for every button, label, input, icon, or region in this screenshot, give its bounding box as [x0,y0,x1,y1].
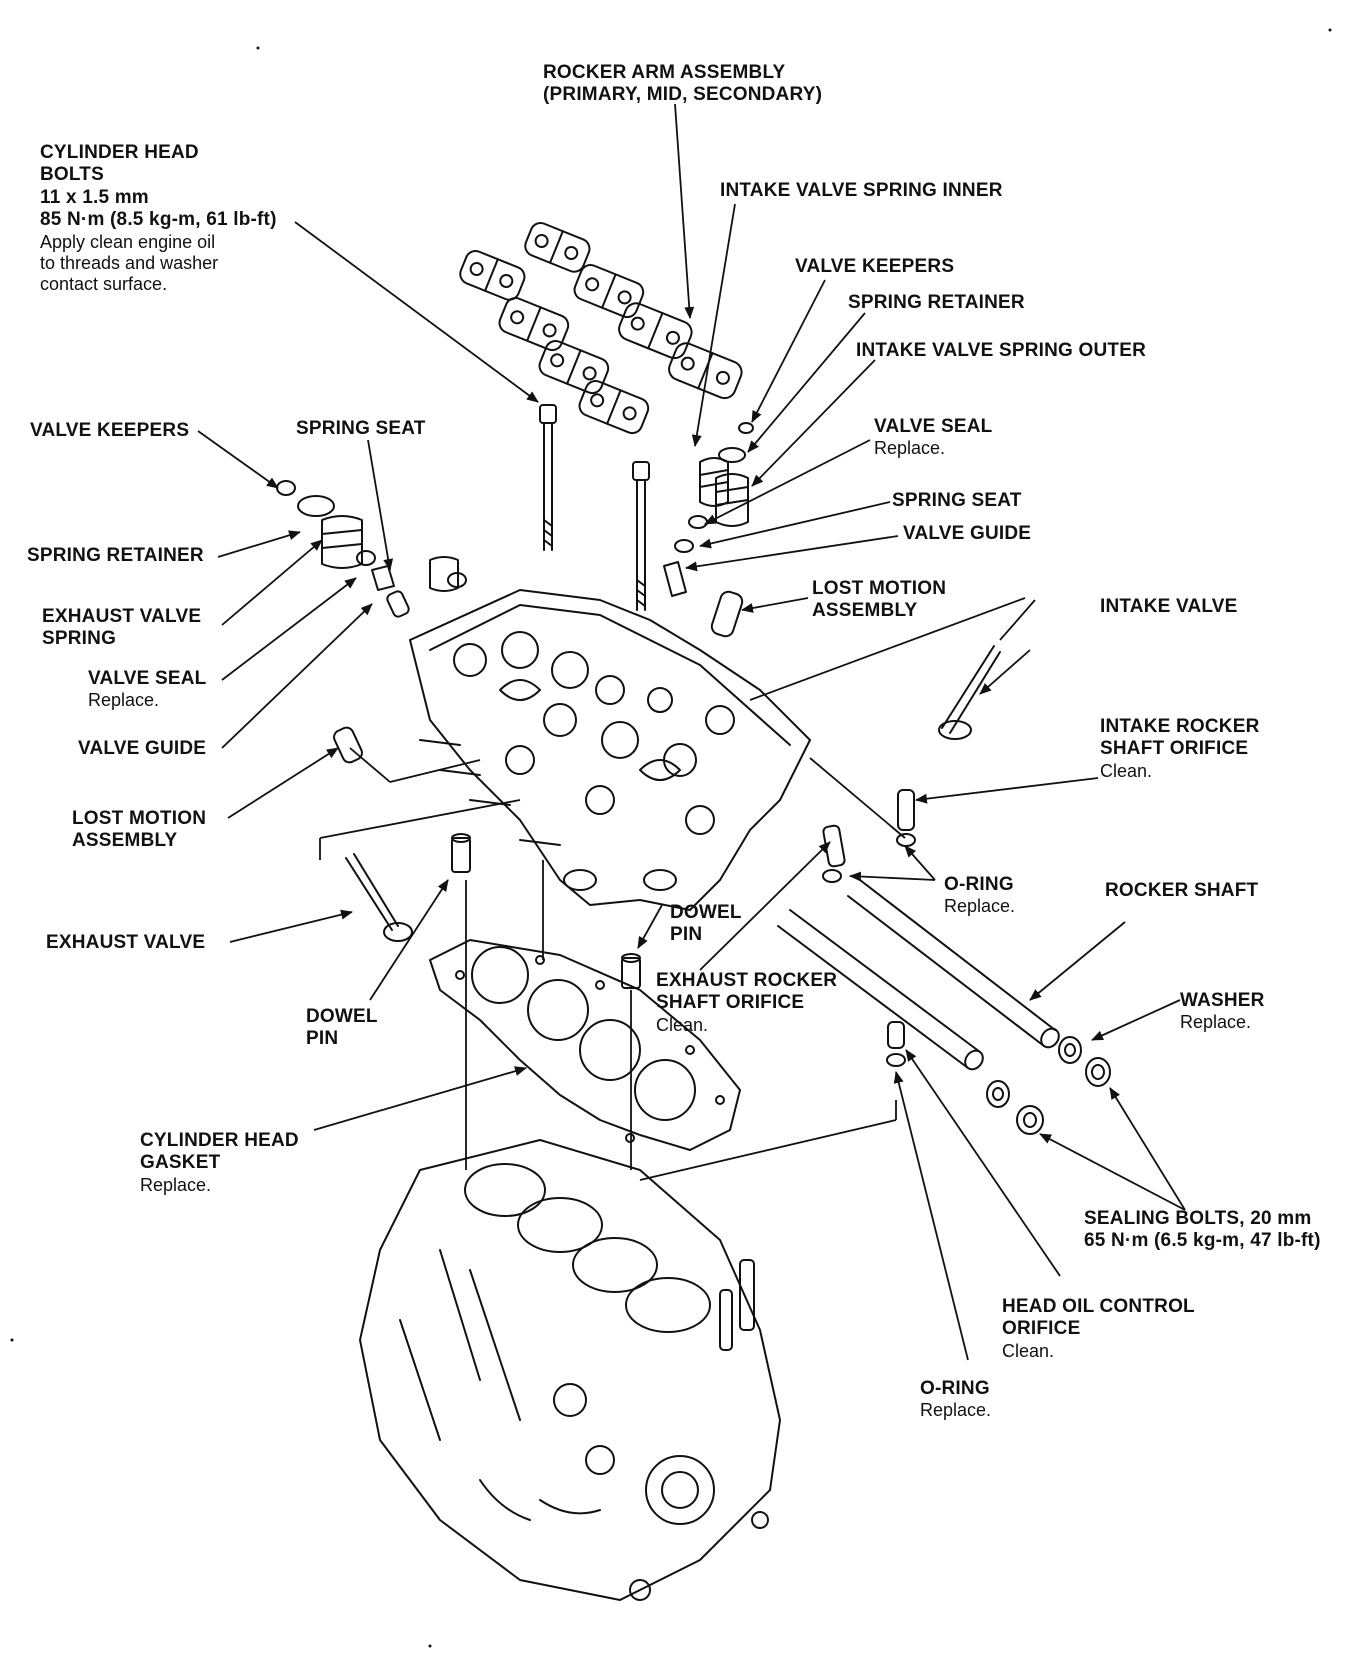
callout-intake-valve-spring-outer: INTAKE VALVE SPRING OUTER [856,340,1146,362]
callout-note-line: Replace. [944,896,1016,917]
callout-title-line: CYLINDER HEAD [140,1130,299,1151]
scan-specks [10,28,1332,1648]
callout-title-line: O-RING [944,874,1014,895]
rocker-shaft-group [777,789,1111,1135]
callout-note-line: Clean. [656,1014,709,1035]
callout-title-line: ROCKER SHAFT [1105,880,1259,901]
callout-valve-guide-left: VALVE GUIDE [78,738,206,760]
callout-title-line: SPRING RETAINER [848,292,1025,313]
callout-title-line: INTAKE ROCKER [1100,716,1260,737]
callout-title-line: INTAKE VALVE [1100,596,1238,617]
callout-note-line: Replace. [1180,1012,1252,1033]
callout-spring-retainer-left: SPRING RETAINER [27,545,204,567]
callout-title-line: ASSEMBLY [812,600,918,622]
cylinder-head-gasket-group [429,939,741,1151]
callout-note-line: Clean. [1002,1340,1055,1361]
callout-spring-seat-left: SPRING SEAT [296,418,426,440]
callout-valve-keepers-left: VALVE KEEPERS [30,420,189,442]
callout-title-line: LOST MOTION [72,808,207,829]
callout-title-line: SHAFT ORIFICE [1100,738,1249,760]
dowel-pins-group [451,833,641,989]
callout-exhaust-valve: EXHAUST VALVE [46,932,205,954]
callout-title-line: GASKET [140,1152,221,1174]
callout-spring-retainer-right: SPRING RETAINER [848,292,1025,314]
rocker-arm-assembly-group [459,222,743,435]
cylinder-head-group [409,589,811,911]
callout-title-line: DOWEL [670,902,742,923]
callout-intake-valve-spring-inner: INTAKE VALVE SPRING INNER [720,180,1003,202]
callout-title-line: 85 N·m (8.5 kg-m, 61 lb-ft) [40,209,277,231]
callout-title-line: SPRING SEAT [296,418,426,439]
callout-title-line: (PRIMARY, MID, SECONDARY) [543,84,823,106]
callout-title-line: SPRING RETAINER [27,545,204,566]
callout-title-line: EXHAUST ROCKER [656,970,838,991]
callout-rocker-shaft: ROCKER SHAFT [1105,880,1258,902]
callout-title-line: ASSEMBLY [72,830,178,852]
callout-note-line: Replace. [88,690,160,711]
callout-title-line: LOST MOTION [812,578,947,599]
callout-title-line: WASHER [1180,990,1265,1011]
callout-spring-seat-right: SPRING SEAT [892,490,1022,512]
callout-note-line: Clean. [1100,760,1153,781]
callout-title-line: VALVE KEEPERS [795,256,955,277]
callout-title-line: PIN [306,1028,339,1050]
cylinder-head-bolts-group [539,404,650,611]
callout-note-line: Replace. [874,438,946,459]
callout-title-line: ORIFICE [1002,1318,1081,1340]
callout-title-line: VALVE KEEPERS [30,420,190,441]
callout-title-line: VALVE GUIDE [78,738,207,759]
callout-note-line: to threads and washer [40,252,219,273]
callout-title-line: INTAKE VALVE SPRING OUTER [856,340,1147,361]
callout-note-line: Replace. [920,1400,992,1421]
callout-title-line: VALVE GUIDE [903,523,1032,544]
callout-title-line: DOWEL [306,1006,378,1027]
callout-valve-guide-right: VALVE GUIDE [903,523,1031,545]
callout-title-line: HEAD OIL CONTROL [1002,1296,1195,1317]
callout-title-line: 65 N·m (6.5 kg-m, 47 lb-ft) [1084,1230,1321,1252]
callout-intake-valve: INTAKE VALVE [1100,596,1238,618]
callout-title-line: BOLTS [40,164,104,186]
callout-title-line: VALVE SEAL [874,416,993,437]
callout-title-line: EXHAUST VALVE [42,606,202,627]
callout-note-line: Replace. [140,1174,212,1195]
callout-title-line: PIN [670,924,703,946]
callout-title-line: 11 x 1.5 mm [40,186,149,208]
callout-title-line: O-RING [920,1378,990,1399]
leader-lines-group [197,103,1186,1361]
callout-valve-keepers-right: VALVE KEEPERS [795,256,954,278]
callout-title-line: SPRING [42,628,117,650]
callout-note-line: Apply clean engine oil [40,231,216,252]
callout-title-line: CYLINDER HEAD [40,142,199,163]
exhaust-valve-train-group [276,480,467,942]
callout-note-line: contact surface. [40,274,168,295]
callout-title-line: SEALING BOLTS, 20 mm [1084,1208,1312,1229]
callout-title-line: SPRING SEAT [892,490,1022,511]
callout-title-line: EXHAUST VALVE [46,932,206,953]
callout-title-line: ROCKER ARM ASSEMBLY [543,62,786,83]
callout-title-line: VALVE SEAL [88,668,207,689]
callout-title-line: INTAKE VALVE SPRING INNER [720,180,1003,201]
intake-valve-train-group [663,422,1001,740]
engine-block-group [359,1139,781,1601]
callout-rocker-arm-assembly: ROCKER ARM ASSEMBLY(PRIMARY, MID, SECOND… [543,62,822,107]
callout-title-line: SHAFT ORIFICE [656,992,805,1014]
